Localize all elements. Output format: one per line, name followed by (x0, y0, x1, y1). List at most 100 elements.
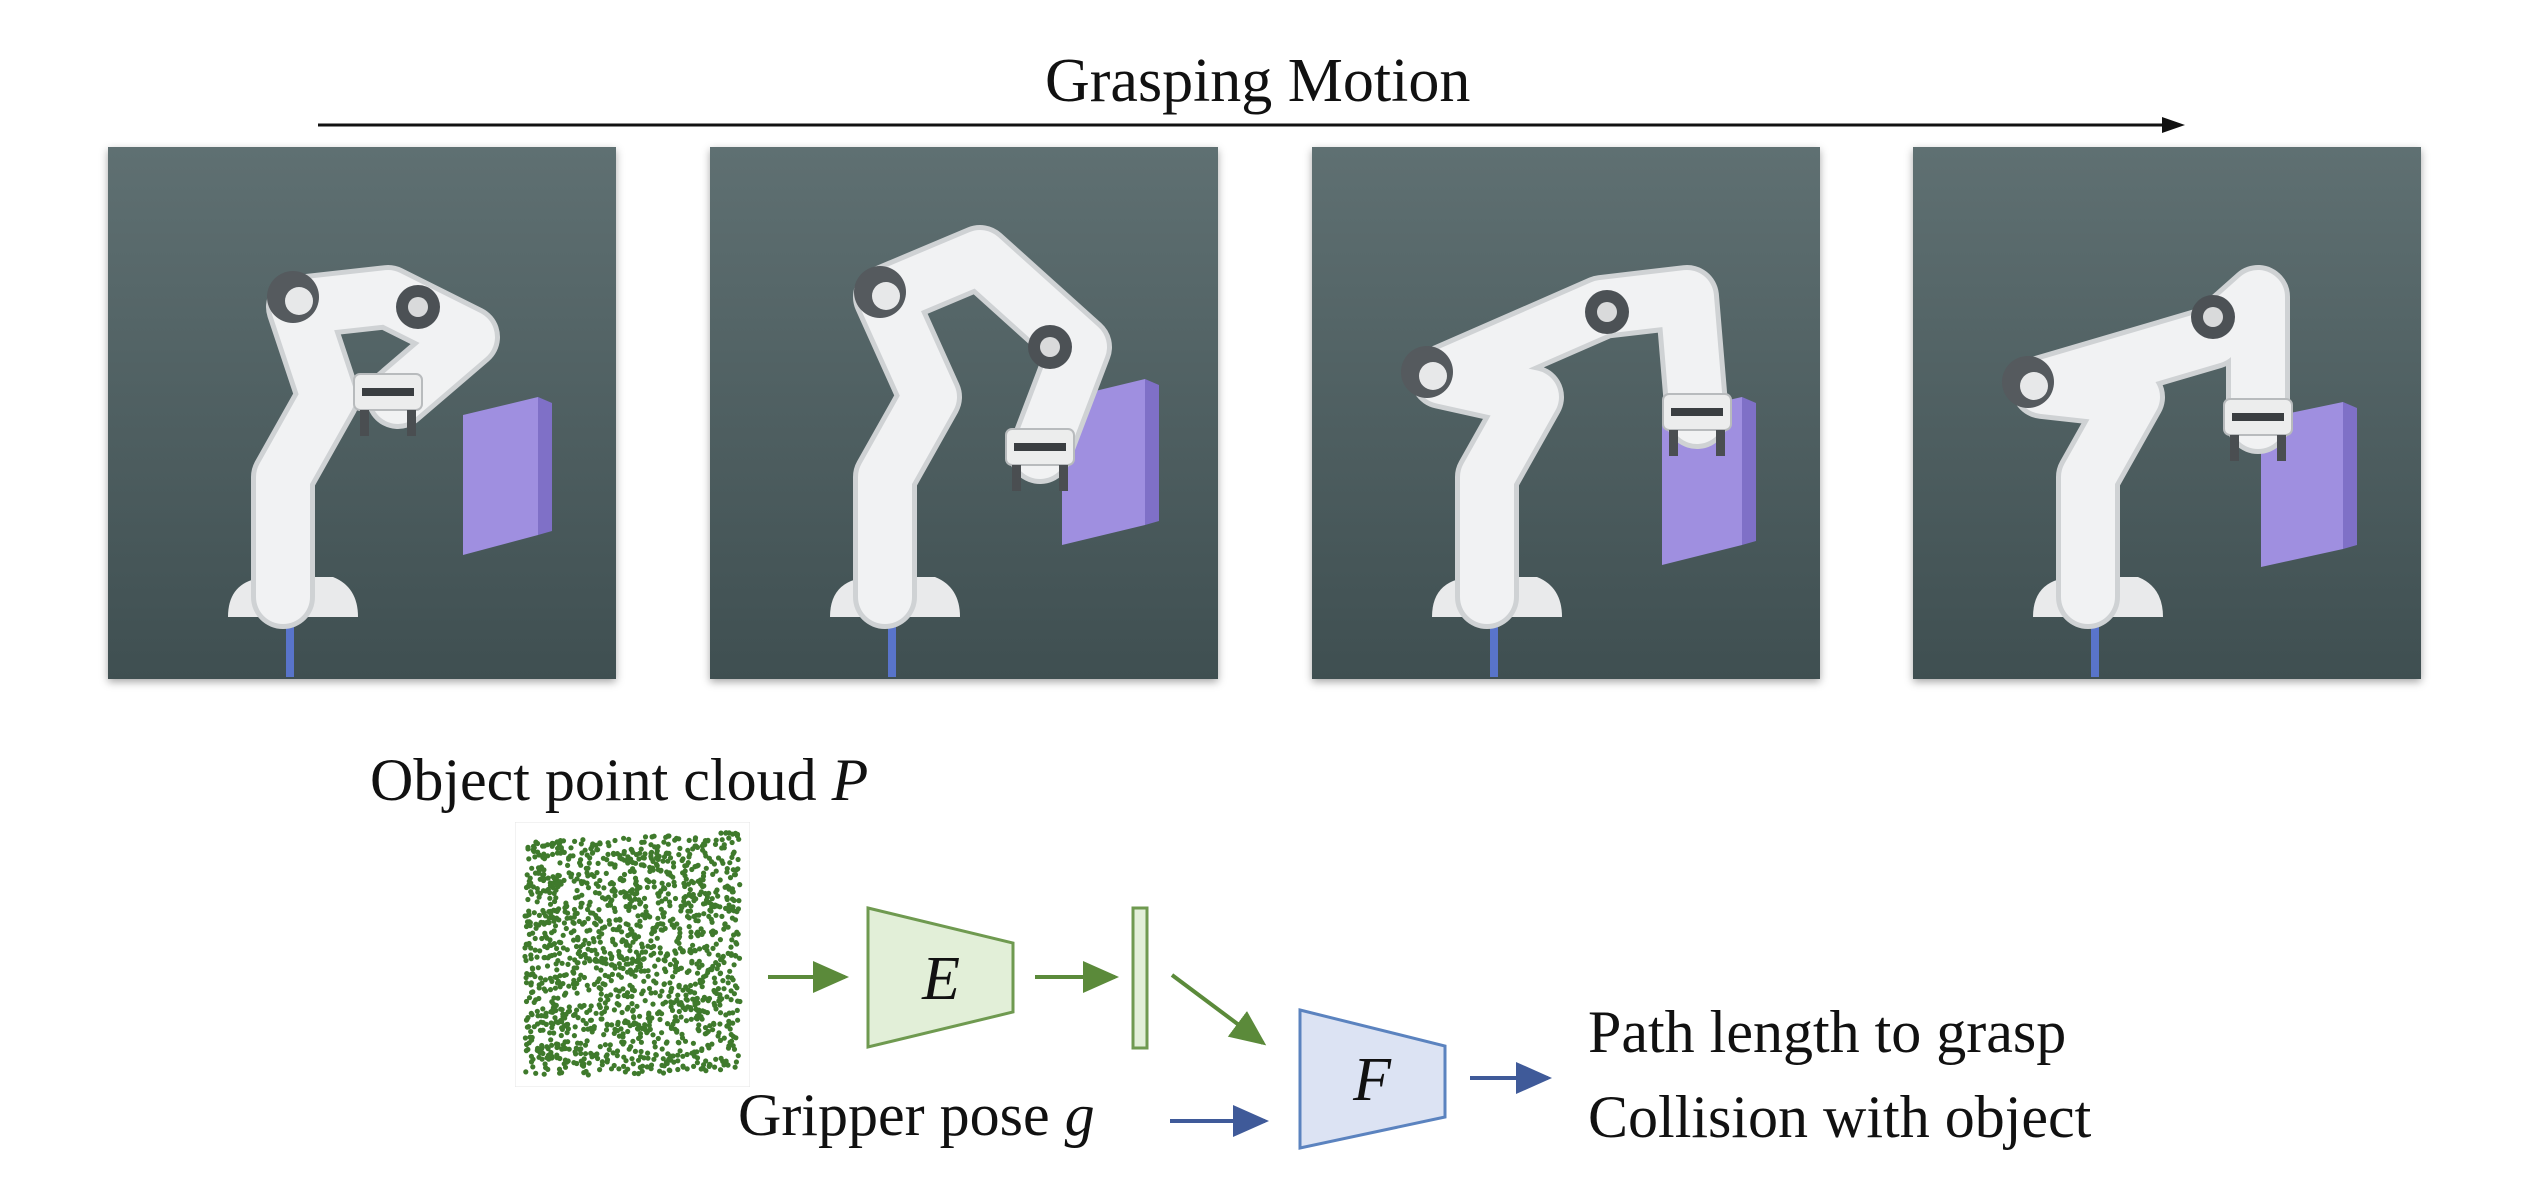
object-block-side (538, 397, 552, 535)
point-cloud-point (736, 836, 742, 842)
point-cloud-point (571, 977, 577, 983)
point-cloud-point (676, 1040, 682, 1046)
point-cloud-point (600, 960, 606, 966)
point-cloud-point (710, 945, 716, 951)
point-cloud-point (563, 1011, 569, 1017)
point-cloud-point (565, 1039, 571, 1045)
point-cloud-point (625, 1004, 631, 1010)
gripper-finger (1059, 465, 1068, 491)
point-cloud-point (642, 915, 648, 921)
gripper-pose-label: Gripper pose g (738, 1085, 1095, 1145)
scene-svg (1913, 147, 2421, 679)
point-cloud-point (533, 925, 539, 931)
point-cloud-point (671, 864, 677, 870)
point-cloud-point (628, 1044, 634, 1050)
point-cloud-point (619, 1009, 625, 1016)
point-cloud-point (598, 1016, 604, 1022)
point-cloud-point (734, 831, 741, 837)
point-cloud-point (584, 928, 590, 934)
point-cloud-point (700, 901, 707, 907)
point-cloud-point (580, 1017, 586, 1023)
point-cloud-point (641, 855, 647, 861)
point-cloud-point (693, 843, 699, 849)
point-cloud-point (564, 1021, 570, 1028)
point-cloud-point (702, 1009, 708, 1015)
point-cloud-point (577, 1003, 583, 1009)
point-cloud-point (652, 844, 658, 850)
point-cloud-point (629, 1001, 635, 1007)
point-cloud-point (638, 968, 644, 974)
point-cloud-point (601, 1009, 607, 1015)
point-cloud-point (538, 919, 544, 925)
point-cloud-point (602, 924, 608, 930)
point-cloud-point (631, 1070, 637, 1076)
point-cloud-point (597, 1004, 603, 1010)
point-cloud-point (531, 845, 537, 851)
point-cloud-point (544, 919, 550, 925)
point-cloud-point (555, 872, 561, 878)
point-cloud-point (547, 937, 553, 943)
point-cloud-point (630, 859, 636, 866)
point-cloud-point (652, 1044, 658, 1050)
point-cloud-label: Object point cloud P (370, 750, 868, 810)
point-cloud-point (706, 995, 713, 1002)
point-cloud-point (601, 1032, 607, 1038)
point-cloud-point (617, 954, 623, 960)
point-cloud-point (688, 934, 694, 940)
point-cloud-point (606, 974, 612, 980)
point-cloud-point (661, 981, 667, 987)
point-cloud-point (540, 1020, 546, 1026)
point-cloud-point (558, 1006, 564, 1012)
point-cloud-point (660, 927, 666, 933)
point-cloud-point (539, 1050, 545, 1056)
point-cloud-point (573, 943, 580, 950)
point-cloud-point (716, 1030, 722, 1036)
point-cloud-point (597, 939, 603, 945)
point-cloud-point (625, 1066, 631, 1072)
point-cloud-point (685, 908, 691, 914)
point-cloud-point (571, 928, 577, 934)
point-cloud-point (620, 986, 626, 992)
point-cloud-point (536, 1054, 542, 1060)
point-cloud-point (534, 1008, 540, 1014)
point-cloud-point (651, 1039, 657, 1045)
point-cloud-point (602, 982, 608, 988)
point-cloud-point (676, 1001, 682, 1007)
point-cloud-point (713, 837, 719, 843)
point-cloud-point (702, 850, 708, 856)
scene-frame-3 (1312, 147, 1820, 679)
point-cloud-point (686, 891, 692, 897)
point-cloud-point (526, 856, 532, 862)
point-cloud-point (694, 1016, 700, 1022)
point-cloud-point (526, 919, 532, 925)
point-cloud-point (714, 903, 720, 909)
point-cloud-point (535, 849, 541, 855)
point-cloud-point (583, 1068, 589, 1075)
point-cloud-point (721, 959, 727, 966)
point-cloud-point (678, 965, 684, 971)
point-cloud-point (540, 877, 547, 884)
point-cloud-point (651, 943, 657, 949)
point-cloud-point (599, 1059, 605, 1065)
point-cloud-point (584, 982, 590, 988)
point-cloud-point (607, 921, 613, 927)
point-cloud-point (554, 908, 560, 914)
point-cloud-point (723, 905, 729, 911)
point-cloud-point (545, 875, 551, 881)
point-cloud-point (536, 894, 542, 900)
point-cloud-point (557, 860, 563, 866)
point-cloud-point (559, 960, 565, 966)
point-cloud-point (715, 986, 721, 992)
point-cloud-point (547, 942, 553, 948)
point-cloud-point (648, 938, 654, 944)
point-cloud-point (557, 973, 563, 979)
point-cloud-point (645, 1050, 651, 1056)
point-cloud-point (696, 1022, 702, 1028)
point-cloud-point (615, 1019, 621, 1025)
point-cloud-point (597, 1044, 603, 1050)
point-cloud-point (632, 1048, 638, 1054)
point-cloud-point (527, 972, 533, 978)
point-cloud-point (574, 910, 580, 916)
point-cloud-point (735, 856, 741, 863)
point-cloud-point (640, 862, 646, 868)
